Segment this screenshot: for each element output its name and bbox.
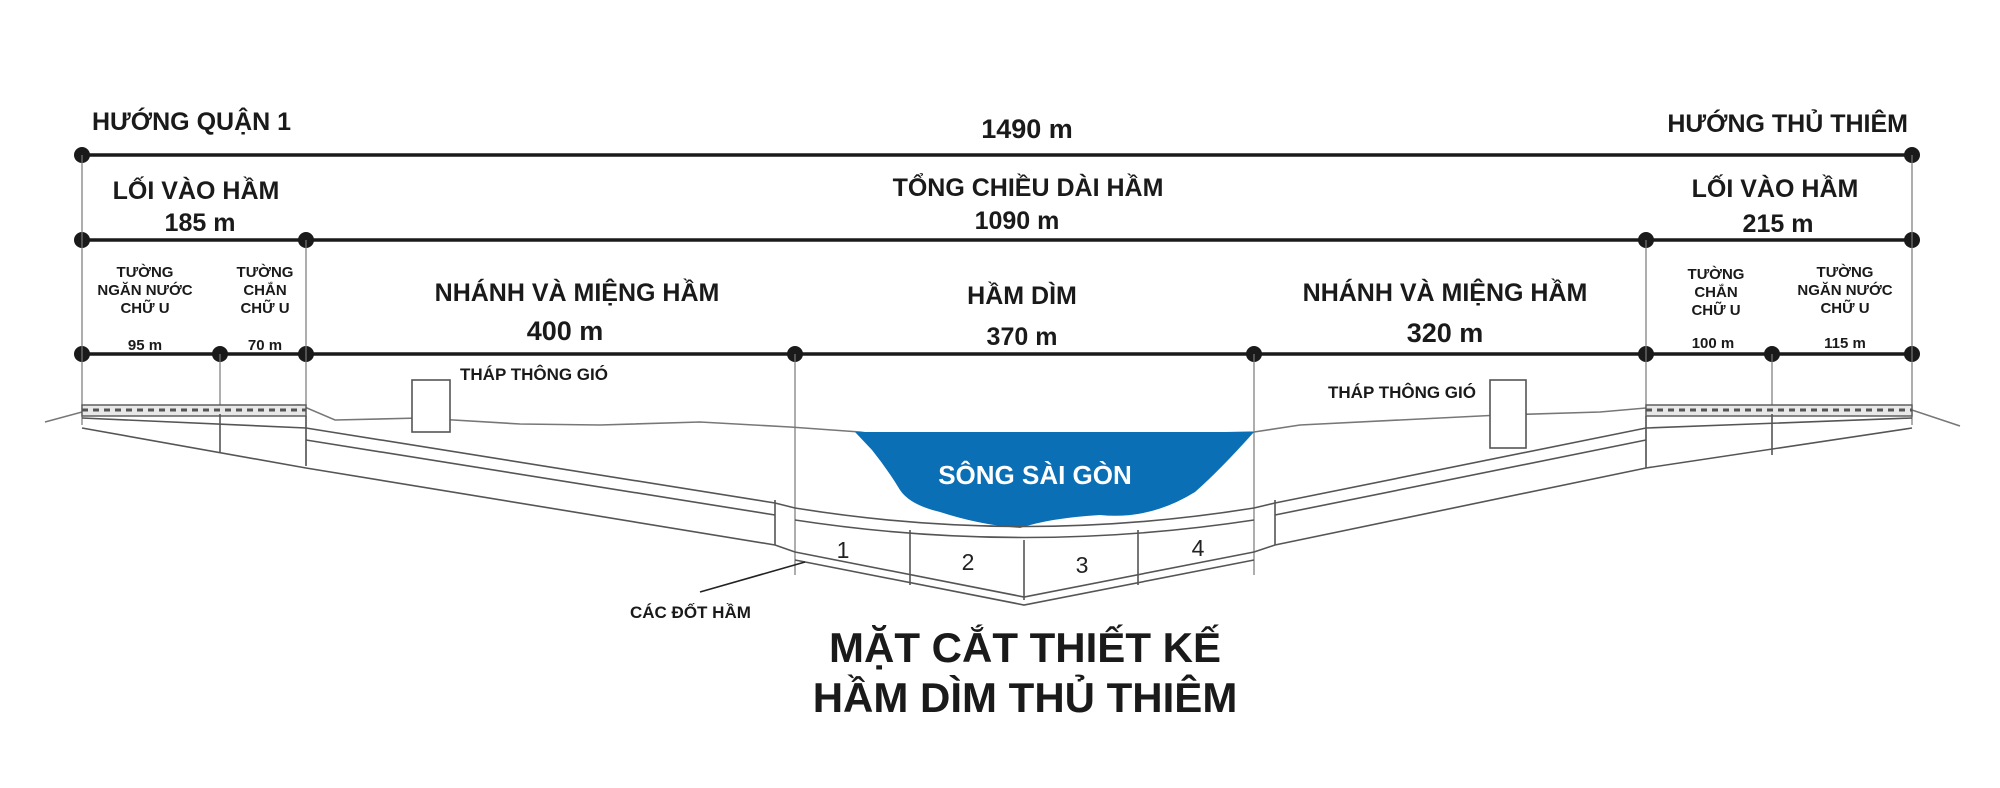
entrance-right-label: LỐI VÀO HẦM [1692, 173, 1859, 203]
immersed-tunnel-label: HẦM DÌM [967, 281, 1077, 310]
direction-left-label: HƯỚNG QUẬN 1 [92, 106, 291, 136]
segment-label-line: TƯỜNG [1817, 263, 1874, 281]
branch-right-label: NHÁNH VÀ MIỆNG HẦM [1303, 277, 1588, 307]
entrance-left-label: LỐI VÀO HẦM [113, 175, 280, 205]
ventilation-tower-right [1489, 379, 1527, 449]
tunnel-elements-leader-line [699, 561, 806, 593]
entrance-left-value: 185 m [165, 209, 236, 237]
segment-value: 70 m [248, 337, 282, 354]
total-length-value: 1490 m [981, 114, 1073, 144]
segment-label-line: NGĂN NƯỚC [1797, 281, 1892, 299]
segment-label-line: CHẮN [1694, 283, 1737, 301]
tunnel-structure [81, 414, 1913, 606]
vent-tower-right-label: THÁP THÔNG GIÓ [1328, 383, 1476, 402]
segment-label-line: TƯỜNG [117, 263, 174, 281]
vent-tower-left-label: THÁP THÔNG GIÓ [460, 365, 608, 384]
segment-label-line: TƯỜNG [1688, 265, 1745, 283]
tunnel-total-value: 1090 m [975, 207, 1060, 235]
segment-value: 95 m [128, 337, 162, 354]
segment-right-2: TƯỜNG NGĂN NƯỚC CHỮ U 115 m [1797, 263, 1892, 352]
immersed-tunnel-value: 370 m [987, 323, 1058, 351]
segment-label-line: NGĂN NƯỚC [97, 281, 192, 299]
segment-label-line: TƯỜNG [237, 263, 294, 281]
diagram-title-line2: HẦM DÌM THỦ THIÊM [813, 673, 1238, 721]
segment-label-line: CHỮ U [1691, 301, 1740, 319]
diagram-title-line1: MẶT CẮT THIẾT KẾ [829, 623, 1221, 671]
ventilation-tower-left [411, 379, 451, 433]
tunnel-elements-label: CÁC ĐỐT HẦM [630, 602, 751, 622]
river-saigon [855, 432, 1254, 528]
tunnel-element-2: 2 [962, 549, 975, 575]
tunnel-total-label: TỔNG CHIỀU DÀI HẦM [893, 172, 1164, 202]
segment-left-1: TƯỜNG NGĂN NƯỚC CHỮ U 95 m [97, 263, 192, 354]
segment-right-1: TƯỜNG CHẮN CHỮ U 100 m [1688, 265, 1745, 352]
branch-left-label: NHÁNH VÀ MIỆNG HẦM [435, 277, 720, 307]
segment-value: 100 m [1692, 335, 1735, 352]
direction-right-label: HƯỚNG THỦ THIÊM [1667, 108, 1908, 138]
segment-label-line: CHỮ U [1820, 299, 1869, 317]
branch-left-value: 400 m [527, 316, 604, 346]
segment-label-line: CHỮ U [120, 299, 169, 317]
segment-label-line: CHẮN [243, 281, 286, 299]
entrance-right-value: 215 m [1743, 210, 1814, 238]
tunnel-element-1: 1 [837, 537, 850, 563]
tunnel-element-3: 3 [1076, 552, 1089, 578]
segment-value: 115 m [1824, 335, 1866, 352]
branch-right-value: 320 m [1407, 318, 1484, 348]
river-label: SÔNG SÀI GÒN [938, 460, 1132, 490]
segment-label-line: CHỮ U [240, 299, 289, 317]
tunnel-element-4: 4 [1192, 535, 1205, 561]
segment-left-2: TƯỜNG CHẮN CHỮ U 70 m [237, 263, 294, 354]
